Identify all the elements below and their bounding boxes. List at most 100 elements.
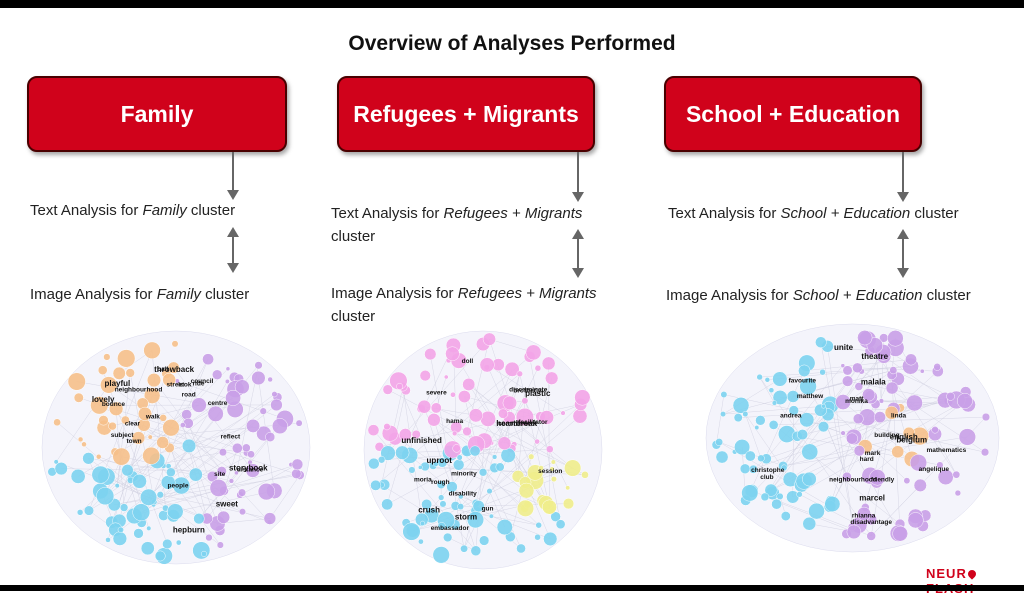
network-node [83, 452, 95, 464]
network-node [260, 408, 267, 415]
network-node [982, 413, 990, 421]
network-node [797, 492, 803, 498]
network-node [141, 542, 154, 555]
network-keyword-label: marcel [859, 493, 885, 502]
arrow-line [232, 152, 234, 192]
family-network-graph: throwbackstorybookhepburnlovelyplayfulsw… [36, 325, 316, 570]
network-node [716, 451, 728, 463]
network-node [115, 483, 120, 488]
network-node [122, 464, 134, 476]
network-node [166, 468, 175, 477]
network-node [543, 532, 557, 546]
network-node [803, 517, 816, 530]
network-node [734, 413, 742, 421]
network-node [189, 468, 202, 481]
network-keyword-label: crush [418, 505, 440, 514]
network-node [545, 372, 558, 385]
network-node [733, 397, 749, 413]
network-node [225, 379, 229, 383]
refugees-network-graph: crushplasticunfinishedstormheartbreakupr… [358, 325, 608, 575]
family-heading-box: Family [27, 76, 287, 152]
network-node [769, 420, 778, 429]
network-node [887, 330, 903, 346]
network-node [157, 491, 164, 498]
network-node [258, 483, 275, 500]
network-node [526, 345, 541, 360]
network-node [955, 490, 961, 496]
network-node [452, 431, 457, 436]
network-node [517, 500, 534, 517]
network-node [381, 499, 392, 510]
arrow-line [902, 238, 904, 269]
network-keyword-label: unite [834, 343, 854, 352]
network-node [487, 488, 493, 494]
network-node [296, 420, 302, 426]
network-keyword-label: building [874, 432, 899, 439]
network-node [471, 546, 481, 556]
network-node [105, 537, 110, 542]
network-node [470, 446, 480, 456]
network-node [460, 545, 467, 552]
network-node [503, 396, 517, 410]
network-node [418, 400, 431, 413]
network-node [160, 414, 167, 421]
network-node [934, 363, 941, 370]
network-node [457, 503, 463, 509]
network-node [535, 534, 541, 540]
network-node [418, 465, 422, 469]
network-node [219, 448, 227, 456]
network-node [424, 348, 436, 360]
network-node [581, 471, 588, 478]
network-node [157, 436, 169, 448]
network-node [535, 439, 540, 444]
network-node [556, 520, 565, 529]
arrow-line [902, 152, 904, 194]
arrow-line [577, 238, 579, 269]
network-node [906, 395, 922, 411]
network-node [772, 372, 787, 387]
network-keyword-label: malala [861, 377, 886, 386]
network-node [427, 413, 440, 426]
network-node [893, 526, 908, 541]
network-node [575, 390, 591, 406]
network-node [229, 479, 234, 484]
network-node [225, 390, 240, 405]
network-node [458, 390, 470, 402]
network-node [162, 539, 172, 549]
network-node [206, 534, 213, 541]
network-node [143, 447, 160, 464]
school-text-analysis-label: Text Analysis for School + Education clu… [668, 202, 959, 225]
network-node [743, 411, 749, 417]
network-node [501, 448, 516, 463]
network-node [551, 476, 557, 482]
network-node [444, 375, 448, 379]
network-node [182, 409, 192, 419]
refugees-migrants-heading: Refugees + Migrants [353, 101, 579, 128]
network-node [489, 514, 493, 518]
network-node [498, 437, 511, 450]
network-keyword-label: favourite [789, 378, 817, 385]
network-node [172, 341, 179, 348]
network-node [745, 451, 755, 461]
network-node [847, 525, 861, 539]
school-education-heading: School + Education [686, 101, 900, 128]
network-keyword-label: road [182, 391, 196, 398]
network-keyword-label: clear [125, 421, 141, 428]
network-node [155, 551, 165, 561]
network-node [761, 493, 769, 501]
network-node [740, 464, 750, 474]
network-keyword-label: christophe [751, 467, 785, 474]
network-keyword-label: uproot [427, 456, 453, 465]
network-node [403, 523, 421, 541]
network-node [905, 354, 916, 365]
network-keyword-label: embassador [431, 525, 470, 532]
network-node [409, 467, 416, 474]
network-node [841, 364, 845, 368]
network-node [535, 365, 541, 371]
network-node [797, 429, 808, 440]
arrow-down-icon [227, 263, 239, 273]
network-node [113, 532, 127, 546]
network-node [420, 521, 425, 526]
network-node [771, 499, 781, 509]
